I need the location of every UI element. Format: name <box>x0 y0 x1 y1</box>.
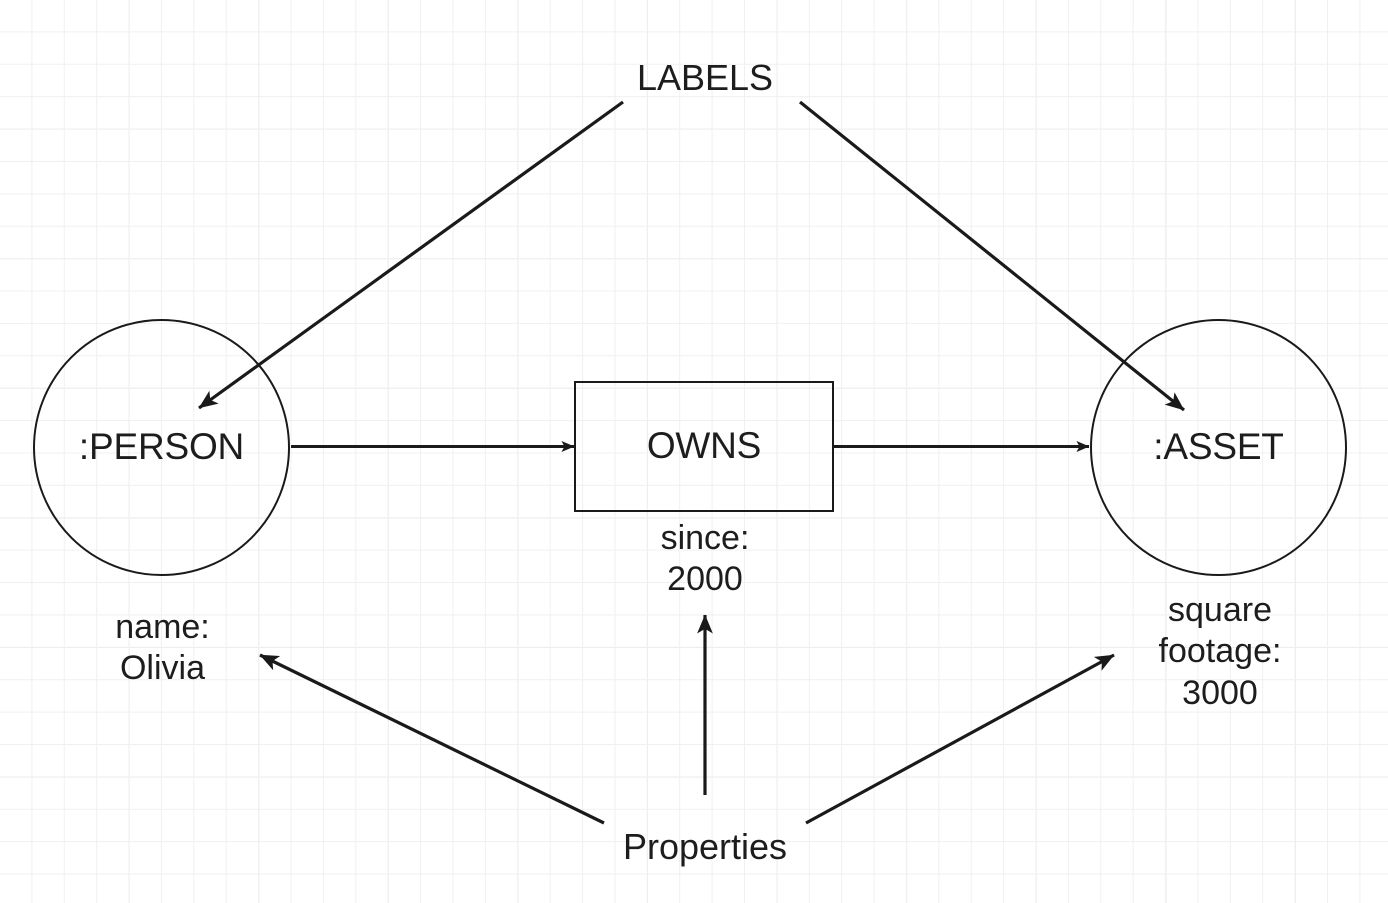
annotation-properties: Properties <box>622 826 788 867</box>
property-person-key: name: <box>115 608 210 646</box>
property-asset-key-line1: square <box>1168 591 1272 629</box>
node-asset[interactable]: :ASSET <box>1090 319 1347 576</box>
callout-properties-to-asset-props <box>805 653 1115 825</box>
node-owns[interactable]: OWNS <box>574 381 834 512</box>
node-person-label: :PERSON <box>78 426 245 468</box>
property-owns: since: 2000 <box>575 518 835 601</box>
property-person-value: Olivia <box>119 649 206 688</box>
callout-labels-to-person <box>198 100 624 410</box>
annotation-labels: LABELS <box>636 57 774 98</box>
callout-properties-to-person-props <box>259 653 605 825</box>
node-owns-label: OWNS <box>646 425 762 467</box>
node-asset-label: :ASSET <box>1153 426 1284 468</box>
property-owns-key: since: <box>660 519 750 557</box>
property-asset-key-line2: footage: <box>1158 632 1282 671</box>
property-person: name: Olivia <box>35 607 290 690</box>
property-owns-value: 2000 <box>667 560 743 599</box>
node-person[interactable]: :PERSON <box>33 319 290 576</box>
property-asset-value: 3000 <box>1182 673 1258 712</box>
property-asset: square footage: 3000 <box>1092 590 1348 714</box>
